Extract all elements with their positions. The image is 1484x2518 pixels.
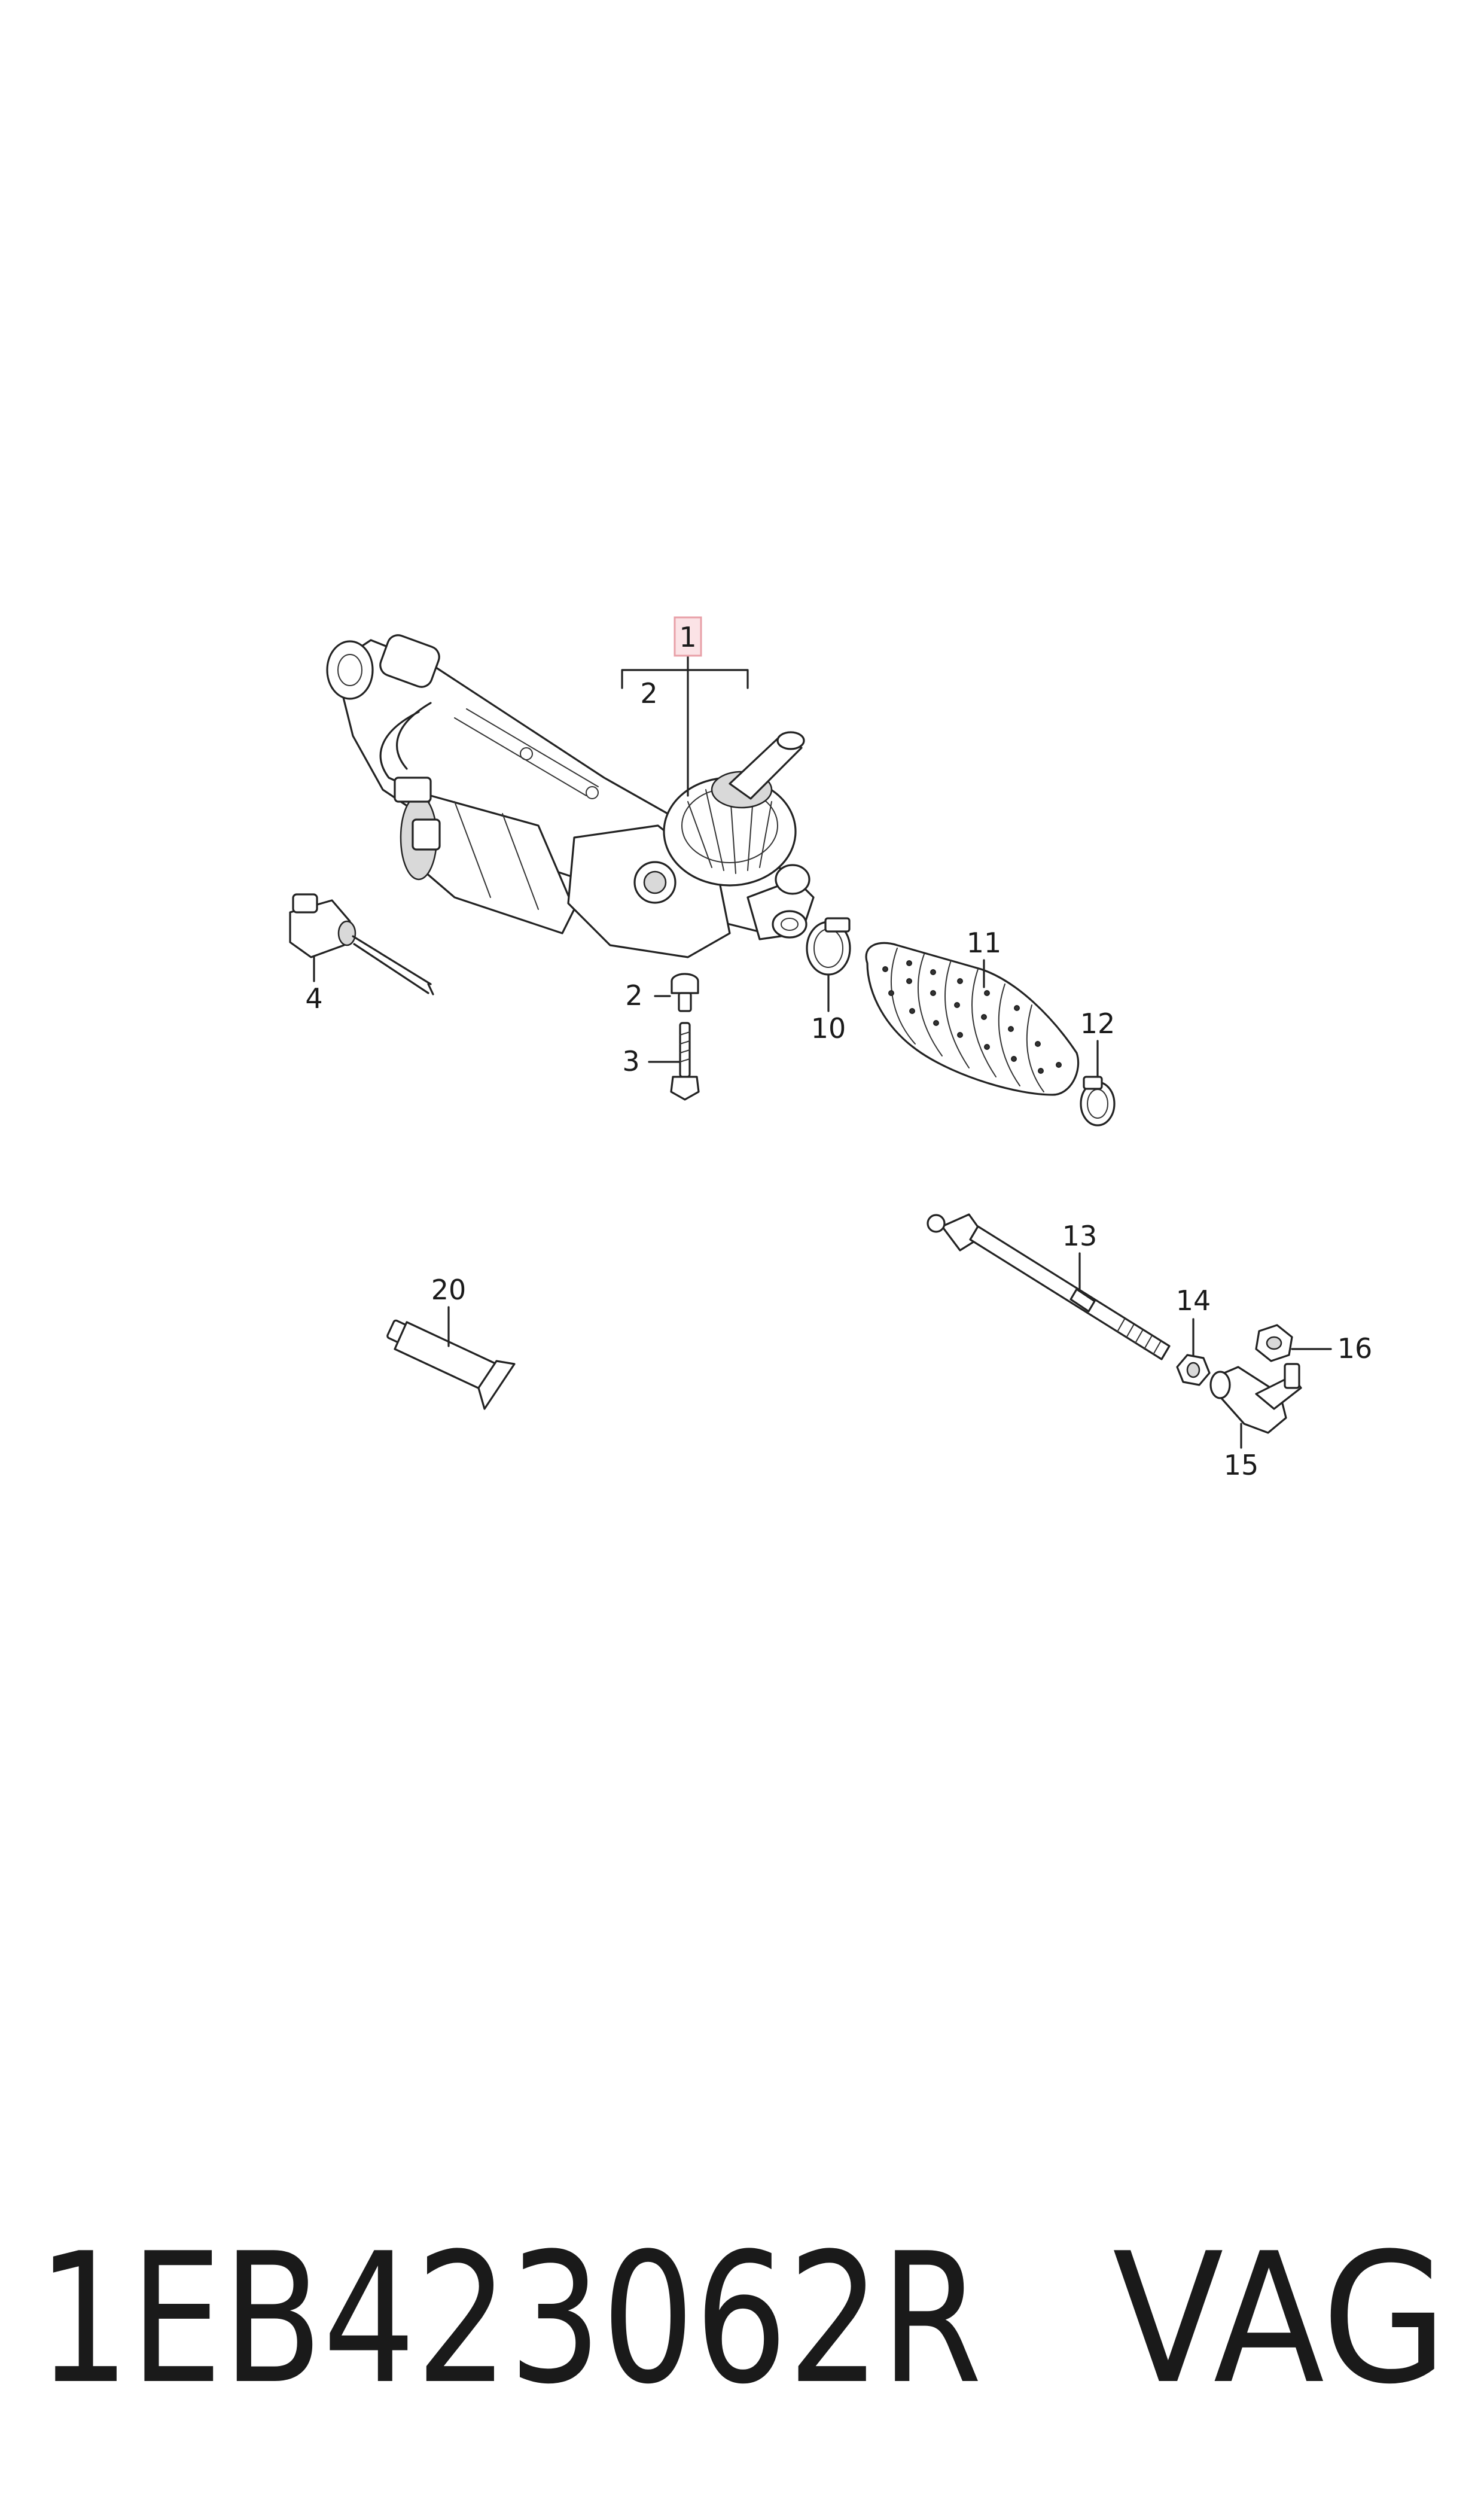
part-2-bolt [671, 973, 699, 1012]
callout-12[interactable]: 12 [1080, 1007, 1116, 1040]
part-number: 1EB423062R [37, 2215, 982, 2423]
part-12-clamp [1080, 1076, 1116, 1126]
callout-1[interactable]: 1 [679, 621, 696, 653]
part-16-nut [1255, 1324, 1293, 1362]
callout-1-highlight [674, 616, 702, 657]
part-20-grease-tube [386, 1319, 516, 1410]
brand-name: VAG [1113, 2215, 1448, 2423]
callout-11[interactable]: 11 [967, 927, 1002, 959]
callout-13[interactable]: 13 [1062, 1220, 1098, 1252]
boot-texture [882, 960, 1062, 1074]
callout-2-assembly[interactable]: 2 [640, 677, 657, 710]
callout-3[interactable]: 3 [622, 1045, 639, 1077]
part-11-boot [865, 942, 1080, 1096]
callout-20[interactable]: 20 [431, 1274, 467, 1306]
callout-16[interactable]: 16 [1337, 1332, 1373, 1365]
part-10-clamp [806, 917, 851, 976]
callout-14[interactable]: 14 [1176, 1284, 1211, 1317]
part-3-long-bolt [670, 1022, 700, 1101]
callout-4[interactable]: 4 [305, 982, 322, 1015]
callout-10[interactable]: 10 [811, 1012, 846, 1045]
callout-2-bolt[interactable]: 2 [625, 979, 642, 1012]
callout-labels: 1 2 2 3 4 10 11 12 13 14 15 16 20 [305, 616, 1373, 1481]
callout-15[interactable]: 15 [1224, 1449, 1259, 1481]
part-13-tie-rod [927, 1213, 1171, 1360]
steering-rack-assembly [326, 634, 815, 958]
leader-lines [313, 654, 1332, 1449]
part-15-tie-rod-end [1209, 1363, 1302, 1434]
part-4-sensor-cable [289, 893, 434, 995]
part-14-nut [1176, 1354, 1211, 1386]
